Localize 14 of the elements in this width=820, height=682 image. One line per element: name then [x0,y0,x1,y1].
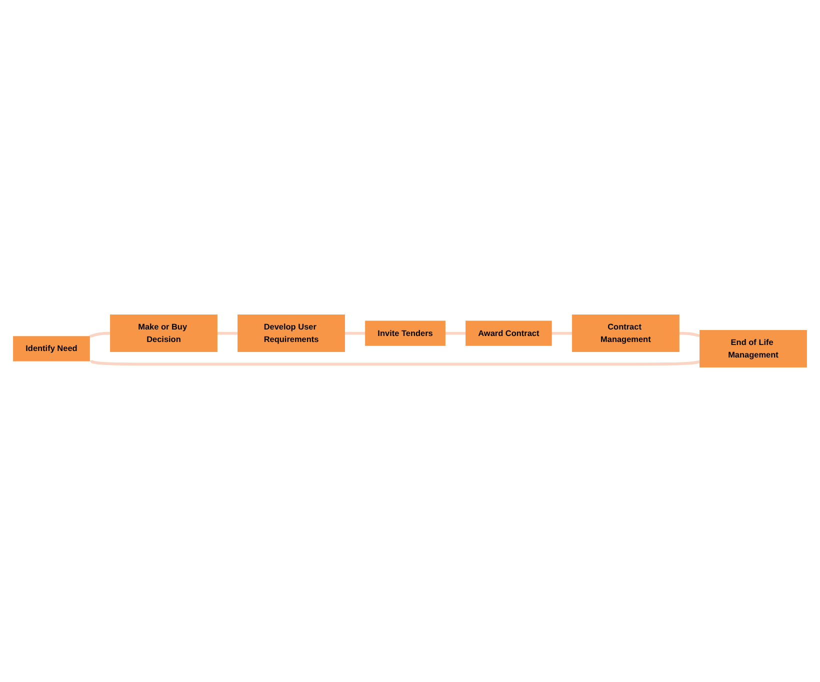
node-box: Make or Buy Decision [110,314,218,352]
connector [679,332,700,338]
node-box: Contract Management [572,314,680,352]
node-box: Award Contract [466,320,552,346]
connector [552,332,572,335]
node-box: Identify Need [13,336,90,362]
connector [217,332,238,335]
node-box: Develop User Requirements [238,314,345,352]
connector [344,332,366,335]
node-box: End of Life Management [700,330,807,368]
arrow [89,360,700,366]
connector [445,332,466,335]
node-box: Invite Tenders [365,320,446,346]
connector [89,332,110,338]
